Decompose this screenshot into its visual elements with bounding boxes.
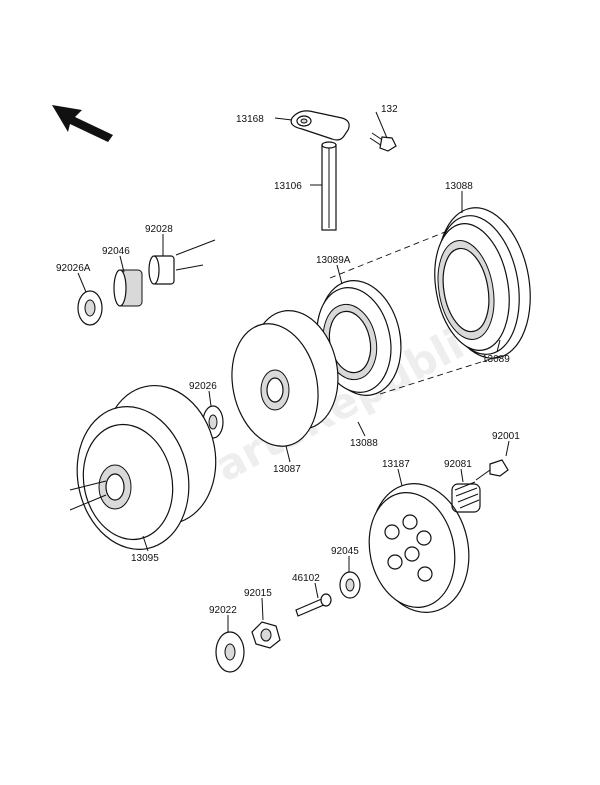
label-13087: 13087 <box>273 464 301 475</box>
label-46102: 46102 <box>292 573 320 584</box>
part-13095-clutch-housing <box>76 384 217 550</box>
part-92045-bearing <box>339 571 361 599</box>
part-92022-washer <box>215 631 245 673</box>
label-132: 132 <box>381 104 398 115</box>
part-92026A-washer <box>77 290 103 326</box>
label-92045: 92045 <box>331 546 359 557</box>
label-13088-bottom: 13088 <box>350 438 378 449</box>
part-92081-spring <box>451 481 481 513</box>
label-13088-top: 13088 <box>445 181 473 192</box>
part-13168-release-lever <box>290 110 350 141</box>
part-13089A-plate-stack <box>316 280 402 396</box>
label-92081: 92081 <box>444 459 472 470</box>
label-92046: 92046 <box>102 246 130 257</box>
label-92001: 92001 <box>492 431 520 442</box>
label-92015: 92015 <box>244 588 272 599</box>
part-92001-bolt <box>475 459 509 481</box>
leader-lines <box>77 111 510 632</box>
label-13187: 13187 <box>382 459 410 470</box>
part-13088-friction-plate-stack <box>434 207 531 359</box>
label-92022: 92022 <box>209 605 237 616</box>
part-13187-pressure-plate <box>368 483 470 613</box>
label-13095: 13095 <box>131 553 159 564</box>
part-13106-pushrod <box>321 141 337 231</box>
part-92046-needle-bearing <box>113 269 143 307</box>
part-46102-pushrod-pin <box>295 593 332 617</box>
label-92026A: 92026A <box>56 263 91 274</box>
label-13168: 13168 <box>236 114 264 125</box>
part-132-bolt <box>369 132 397 152</box>
part-92028-collar <box>148 255 175 285</box>
direction-arrow-icon <box>52 105 113 142</box>
label-92026: 92026 <box>189 381 217 392</box>
label-13089: 13089 <box>482 354 510 365</box>
label-13106: 13106 <box>274 181 302 192</box>
part-92015-nut <box>251 621 281 649</box>
part-13087-clutch-hub <box>231 310 339 447</box>
label-92028: 92028 <box>145 224 173 235</box>
label-13089A: 13089A <box>316 255 351 266</box>
